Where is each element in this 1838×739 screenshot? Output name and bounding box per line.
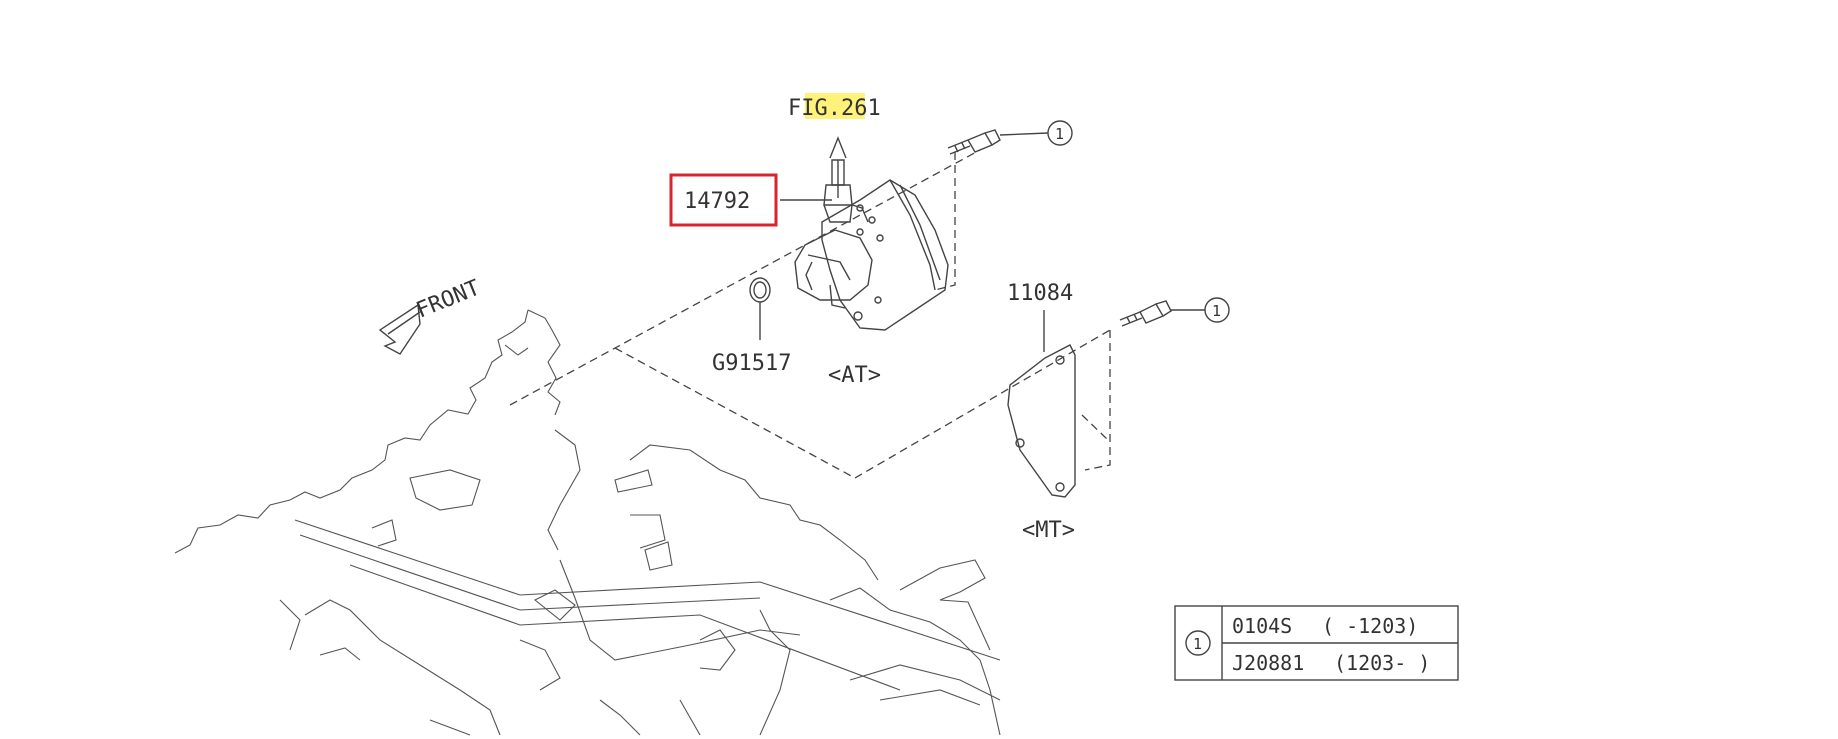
svg-text:FIG.261: FIG.261 [788,96,881,121]
bolt-icon: 1 [947,120,1073,155]
part-label-gasket[interactable]: G91517 [712,351,791,376]
figure-reference-link[interactable]: FIG.261 [788,93,881,121]
bolt-icon: 1 [1119,297,1230,327]
variant-label-at: <AT> [828,363,881,388]
vacuum-pump-drawing [794,136,949,331]
search-highlight [805,93,865,119]
variant-label-mt: <MT> [1022,518,1075,543]
selection-box [669,173,778,227]
assembly-leader-lines [509,149,1111,479]
gasket-drawing [749,277,771,340]
part-label-cover-plate[interactable]: 11084 [1007,281,1073,306]
legend-range: ( -1203) [1322,614,1418,638]
legend-symbol: 1 [1193,635,1202,653]
front-arrow-icon: FRONT [378,276,484,355]
legend-code: 0104S [1232,614,1292,638]
cover-plate-drawing [1007,310,1076,498]
part-label-vacuum-pump: 14792 [684,189,750,214]
figure-ref-highlighted: IG.26 [801,96,867,121]
figure-ref-prefix: F [788,96,801,121]
callout-number: 1 [1212,302,1221,320]
legend-table: 1 0104S ( -1203) J20881 (1203- ) [1174,605,1459,681]
figure-ref-suffix: 1 [867,96,880,121]
front-label: FRONT [413,276,484,324]
part-number-14792[interactable]: 14792 [669,173,778,227]
legend-code: J20881 [1232,651,1304,675]
callout-number: 1 [1055,125,1064,143]
legend-range: (1203- ) [1334,651,1430,675]
engine-block-drawing [174,309,1001,736]
